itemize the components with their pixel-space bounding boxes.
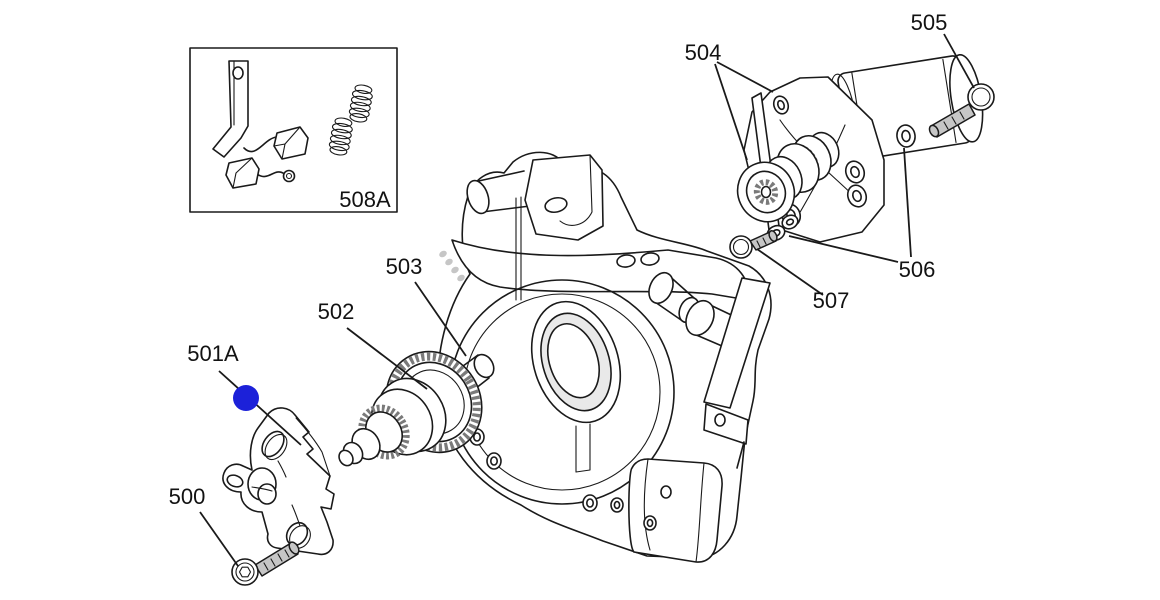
leader-504-a bbox=[716, 61, 774, 93]
part-label-508A[interactable]: 508A bbox=[339, 187, 391, 212]
leader-502 bbox=[346, 327, 428, 390]
bracket-501A-drawing bbox=[222, 407, 335, 556]
part-label-501A[interactable]: 501A bbox=[187, 341, 239, 366]
selected-part-marker[interactable] bbox=[233, 385, 259, 411]
bolt-505-drawing bbox=[928, 83, 995, 138]
leader-504-b bbox=[714, 63, 748, 161]
starter-motor-504-drawing bbox=[736, 53, 984, 243]
leader-506-b bbox=[788, 235, 899, 263]
part-label-503[interactable]: 503 bbox=[386, 254, 423, 279]
bolt-500-drawing bbox=[231, 541, 300, 586]
brush-springs-drawing bbox=[328, 84, 373, 156]
brush-holder-drawing bbox=[212, 60, 309, 189]
part-label-504[interactable]: 504 bbox=[685, 40, 722, 65]
part-label-502[interactable]: 502 bbox=[318, 299, 355, 324]
leader-503 bbox=[414, 281, 467, 357]
leader-506-a bbox=[903, 147, 912, 258]
inset-box-508A bbox=[189, 47, 398, 213]
leader-500 bbox=[199, 511, 239, 567]
part-label-507[interactable]: 507 bbox=[813, 288, 850, 313]
part-label-500[interactable]: 500 bbox=[169, 484, 206, 509]
callout-labels: 500 501A 502 503 504 505 506 507 508A bbox=[169, 10, 948, 509]
leader-501A bbox=[218, 370, 302, 446]
inset-border bbox=[189, 47, 398, 213]
leader-507 bbox=[756, 248, 824, 296]
part-label-505[interactable]: 505 bbox=[911, 10, 948, 35]
leader-505 bbox=[943, 33, 975, 89]
part-label-506[interactable]: 506 bbox=[899, 257, 936, 282]
bolt-507-drawing bbox=[729, 230, 778, 259]
leader-lines bbox=[199, 33, 975, 567]
crankcase-drawing bbox=[437, 151, 772, 563]
